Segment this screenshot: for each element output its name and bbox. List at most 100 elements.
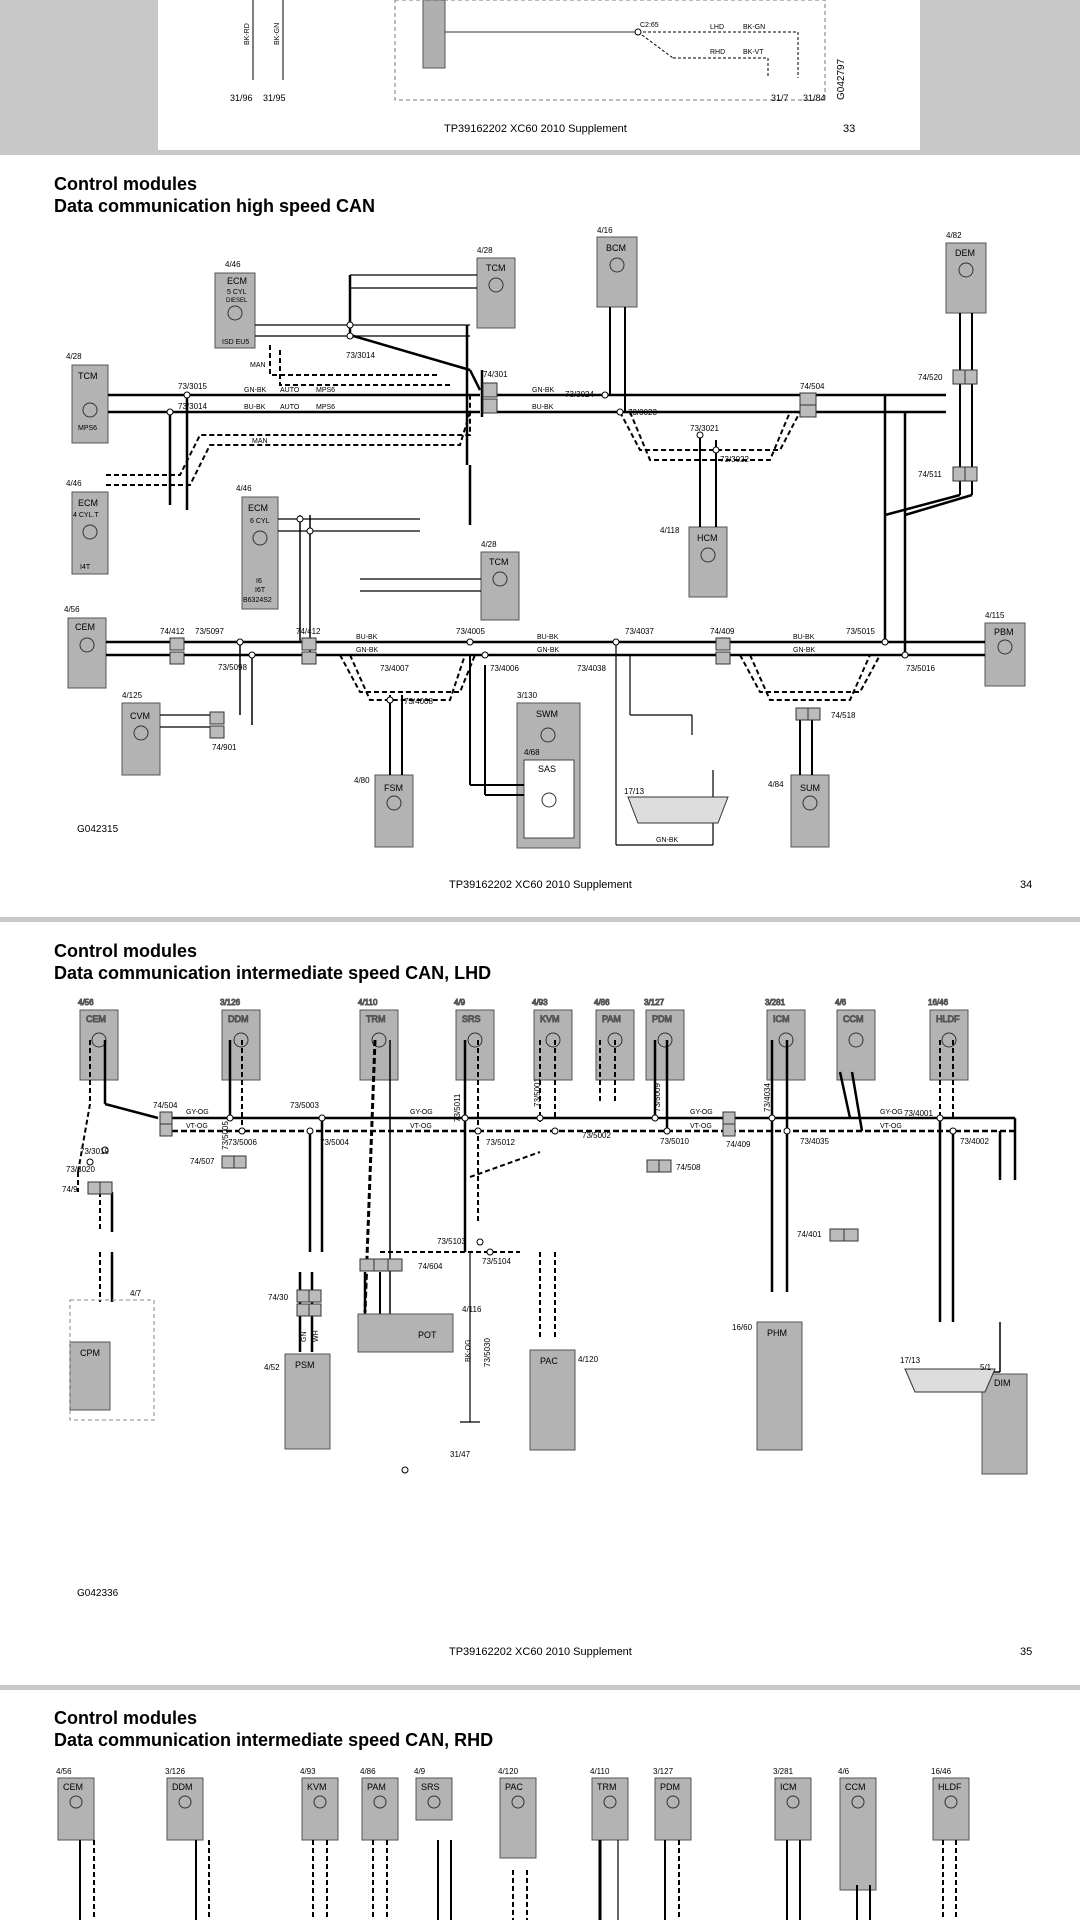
- module-name: PAM: [602, 1014, 621, 1024]
- splice-label: 73/4034: [763, 1083, 772, 1112]
- module-name: FSM: [384, 783, 403, 793]
- splice-label: 73/4007: [380, 664, 409, 673]
- module-ref: 4/93: [300, 1767, 316, 1776]
- intermediate-can-lhd-diagram: 4/56CEM3/126DDM4/110TRM4/9SRS4/93KVM4/86…: [62, 998, 1032, 1659]
- wire-label: MPS6: [316, 387, 335, 394]
- ecm-6cyl-box: [241, 496, 279, 610]
- module-variant: ISD EU5: [222, 339, 249, 346]
- page-number: 34: [1020, 879, 1032, 891]
- module-name: CEM: [75, 622, 95, 632]
- module-ref: 4/46: [236, 484, 252, 493]
- connector-label: 17/13: [624, 787, 645, 796]
- module-box-srs: [415, 1777, 453, 1821]
- splice-label: 73/3023: [628, 408, 657, 417]
- module-name: KVM: [307, 1782, 327, 1792]
- wire-label: RHD: [710, 49, 725, 56]
- wire-label: GN-BK: [244, 387, 267, 394]
- module-ref: 4/16: [597, 226, 613, 235]
- module-ref: 4/93: [532, 998, 548, 1007]
- ground-label: 31/47: [450, 1450, 471, 1459]
- cem-box: [67, 617, 107, 689]
- module-name: CEM: [63, 1782, 83, 1792]
- splice-label: 73/4037: [625, 627, 654, 636]
- wire-label: BK-OG: [465, 1339, 472, 1362]
- module-name: ECM: [248, 503, 268, 513]
- wire-label: WH: [313, 1330, 320, 1342]
- fsm-box: [374, 774, 414, 848]
- module-ref: 4/86: [360, 1767, 376, 1776]
- module-ref: 4/7: [130, 1289, 142, 1298]
- splice-label: 73/5004: [320, 1138, 349, 1147]
- sum-box: [790, 774, 830, 848]
- wire-label: BU-BK: [356, 634, 378, 641]
- page-35-panel: Control modules Data communication inter…: [0, 922, 1080, 1685]
- module-name: TCM: [489, 557, 509, 567]
- module-name: SRS: [421, 1782, 440, 1792]
- page-36-panel: Control modules Data communication inter…: [0, 1690, 1080, 1920]
- module-ref: 4/110: [590, 1767, 610, 1776]
- module-name: PAC: [540, 1356, 558, 1366]
- wire-label: GY-OG: [410, 1109, 433, 1116]
- module-name: DIM: [994, 1378, 1011, 1388]
- connector-label: 74/504: [153, 1101, 178, 1110]
- module-ref: 4/120: [498, 1767, 519, 1776]
- splice-label: 73/5006: [228, 1138, 257, 1147]
- splice-label: 73/4001: [904, 1109, 933, 1118]
- wire-label: VT-OG: [690, 1123, 712, 1130]
- module-variant: MPS6: [78, 425, 97, 432]
- module-ref: 4/6: [838, 1767, 850, 1776]
- module-box-ddm: [166, 1777, 204, 1841]
- splice-label: 73/5015: [846, 627, 875, 636]
- module-variant: I4T: [80, 564, 91, 571]
- module-name: PAM: [367, 1782, 386, 1792]
- splice-label: 73/3014: [178, 402, 207, 411]
- connector-label: 74/511: [918, 470, 942, 479]
- module-name: DDM: [172, 1782, 193, 1792]
- splice-label: 73/5001: [533, 1078, 542, 1107]
- connector-label: 74/508: [676, 1163, 701, 1172]
- tcm-top-box: [476, 257, 516, 329]
- sas-box: [523, 759, 575, 839]
- connector-label: 74/412: [296, 627, 321, 636]
- module-ref: 4/68: [524, 748, 540, 757]
- module-name: PDM: [660, 1782, 680, 1792]
- connector-label: 74/30: [268, 1293, 289, 1302]
- module-ref: 3/126: [165, 1767, 186, 1776]
- connector-label: 74/301: [483, 370, 508, 379]
- module-name: SRS: [462, 1014, 481, 1024]
- page-number: 35: [1020, 1646, 1032, 1658]
- module-ref: 4/84: [768, 780, 784, 789]
- module-name: TCM: [78, 371, 98, 381]
- splice-label: 73/5097: [195, 627, 224, 636]
- module-ref: 4/120: [578, 1355, 599, 1364]
- splice-label: 73/3020: [66, 1165, 95, 1174]
- module-name: PHM: [767, 1328, 787, 1338]
- wire-label: BK-VT: [743, 49, 764, 56]
- page-number: 33: [843, 123, 855, 135]
- wire-label: BU-BK: [532, 404, 554, 411]
- module-ref: 3/281: [773, 1767, 794, 1776]
- splice-label: 73/3015: [178, 382, 207, 391]
- splice-label: 73/3022: [720, 455, 749, 464]
- splice-label: 73/5011: [453, 1093, 462, 1122]
- module-name: ICM: [780, 1782, 797, 1792]
- tcm-left-box: [71, 364, 109, 444]
- connector-label: 74/507: [190, 1157, 215, 1166]
- page-subtitle: Data communication intermediate speed CA…: [54, 1730, 494, 1750]
- module-box-hldf: [932, 1777, 970, 1841]
- module-name: TRM: [366, 1014, 386, 1024]
- splice-label: 73/3024: [565, 390, 594, 399]
- page-title: Control modules: [54, 941, 197, 961]
- dem-box: [945, 242, 987, 314]
- wire-label: GN-BK: [656, 837, 679, 844]
- module-box-pam: [361, 1777, 399, 1841]
- wire-label: MAN: [252, 438, 268, 445]
- wire-label: GY-OG: [690, 1109, 713, 1116]
- connector-label: 74/520: [918, 373, 943, 382]
- wire-label: BK-GN: [743, 24, 765, 31]
- module-ref: 4/28: [66, 352, 82, 361]
- wire-label: VT-OG: [880, 1123, 902, 1130]
- module-ref: 4/52: [264, 1363, 280, 1372]
- cvm-box: [121, 702, 161, 776]
- splice-label: 73/4038: [577, 664, 606, 673]
